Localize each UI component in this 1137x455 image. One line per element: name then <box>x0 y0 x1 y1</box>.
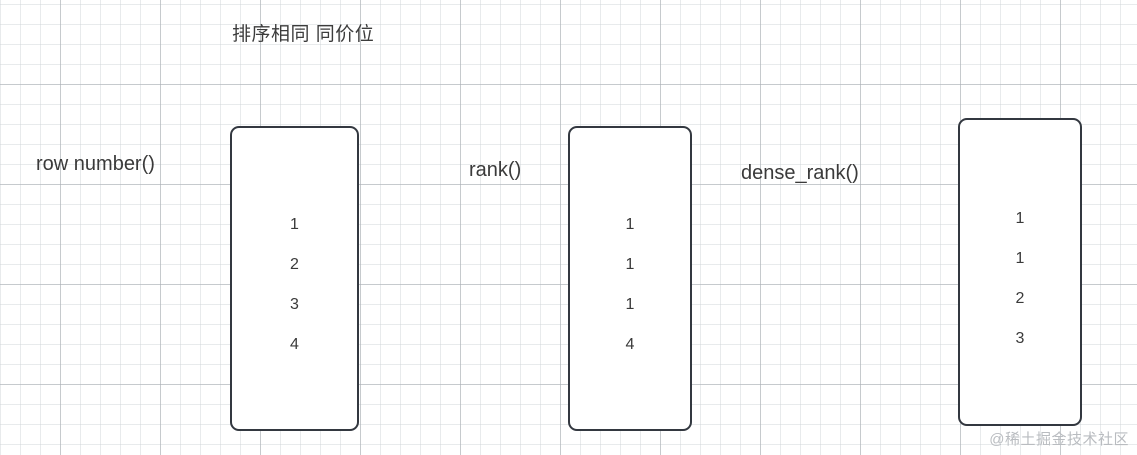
value-list-rank: 1 1 1 4 <box>568 205 692 365</box>
value-cell: 1 <box>1015 250 1025 267</box>
value-cell: 1 <box>625 256 635 273</box>
diagram-title: 排序相同 同价位 <box>232 24 375 45</box>
value-cell: 1 <box>1015 210 1025 227</box>
value-list-row-number: 1 2 3 4 <box>230 205 359 365</box>
value-list-dense-rank: 1 1 2 3 <box>958 199 1082 359</box>
value-cell: 3 <box>290 296 299 313</box>
value-cell: 1 <box>290 216 299 233</box>
label-row-number: row number() <box>36 153 155 175</box>
box-dense-rank <box>958 118 1082 426</box>
label-rank: rank() <box>469 159 522 181</box>
label-dense-rank: dense_rank() <box>741 162 859 184</box>
box-row-number <box>230 126 359 431</box>
value-cell: 2 <box>1015 290 1025 307</box>
value-cell: 4 <box>625 336 635 353</box>
value-cell: 1 <box>625 216 635 233</box>
value-cell: 2 <box>290 256 299 273</box>
watermark: @稀土掘金技术社区 <box>989 431 1129 448</box>
box-rank <box>568 126 692 431</box>
value-cell: 3 <box>1015 330 1025 347</box>
value-cell: 4 <box>290 336 299 353</box>
value-cell: 1 <box>625 296 635 313</box>
